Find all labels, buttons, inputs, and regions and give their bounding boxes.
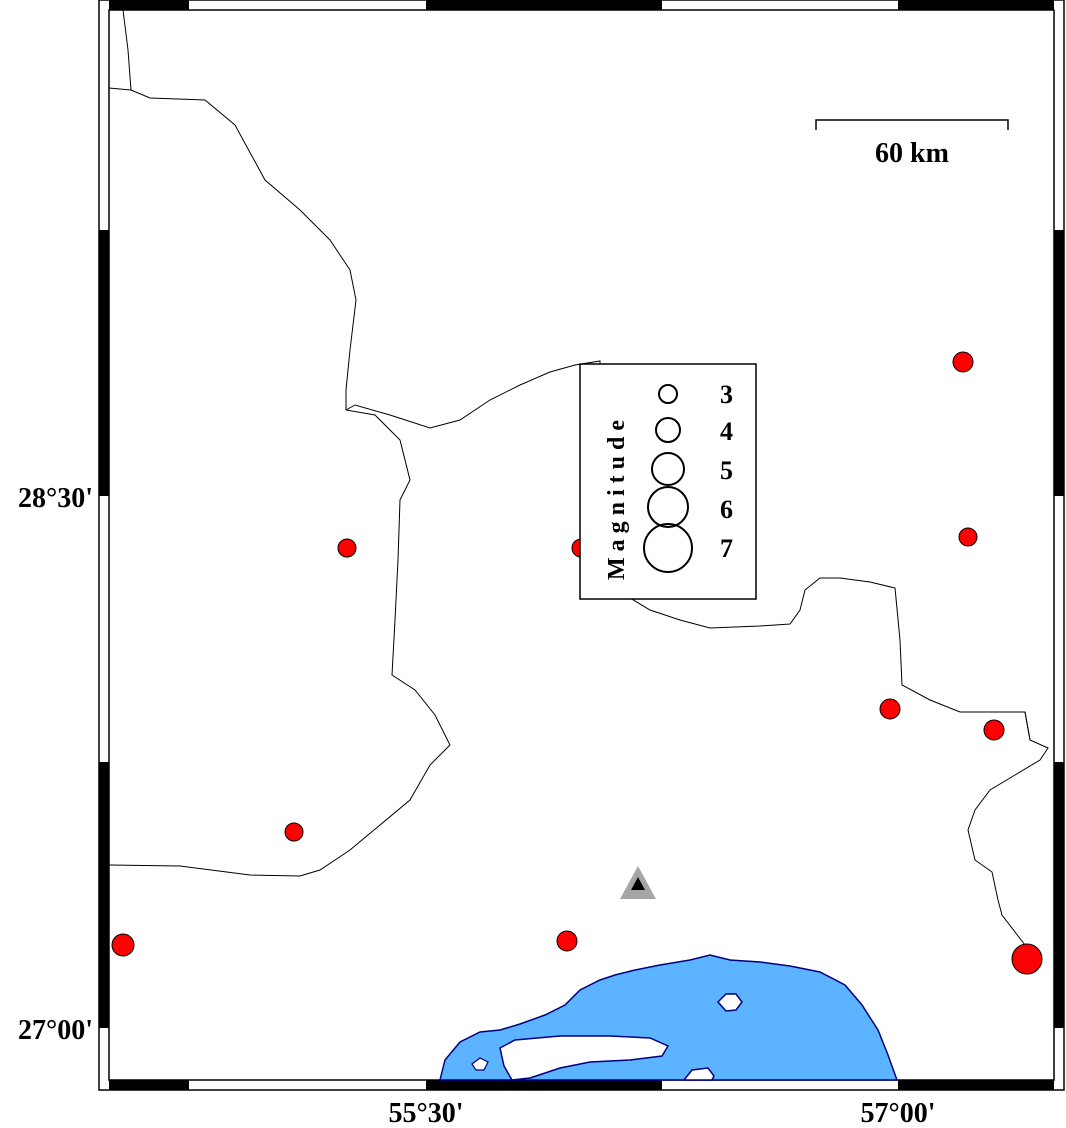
lat-tick-label: 28°30' xyxy=(18,483,93,514)
event-marker xyxy=(983,719,1005,741)
legend-circle-6 xyxy=(647,486,689,528)
event-marker xyxy=(952,351,974,373)
lon-tick-label: 55°30' xyxy=(389,1098,464,1128)
event-marker xyxy=(958,527,978,547)
event-marker xyxy=(556,930,578,952)
event-marker xyxy=(337,538,357,558)
legend-label-5: 5 xyxy=(720,456,733,485)
legend-circle-7 xyxy=(643,523,693,573)
legend-label-6: 6 xyxy=(720,495,733,524)
event-marker xyxy=(879,698,901,720)
legend-title: Magnitude xyxy=(604,414,630,580)
legend-label-3: 3 xyxy=(720,380,733,409)
legend-circle-3 xyxy=(658,384,678,404)
lon-tick-label: 57°00' xyxy=(861,1098,936,1128)
boundaries xyxy=(108,9,1049,946)
scale-bar: 60 km xyxy=(815,119,1009,169)
magnitude-legend: Magnitude 3 4 5 6 7 xyxy=(579,363,757,600)
event-marker xyxy=(1011,943,1043,975)
event-marker xyxy=(284,822,304,842)
event-marker xyxy=(111,933,135,957)
legend-label-7: 7 xyxy=(720,534,733,563)
scale-bar-label: 60 km xyxy=(875,138,949,169)
station-triangle-icon xyxy=(620,866,656,899)
gulf-water xyxy=(439,954,899,1081)
lat-tick-label: 27°00' xyxy=(18,1015,93,1046)
legend-circle-4 xyxy=(655,417,681,443)
legend-circle-5 xyxy=(651,452,685,486)
legend-label-4: 4 xyxy=(720,417,733,446)
axis-labels: 55°30' 57°00' 28°30' 27°00' xyxy=(18,483,935,1128)
